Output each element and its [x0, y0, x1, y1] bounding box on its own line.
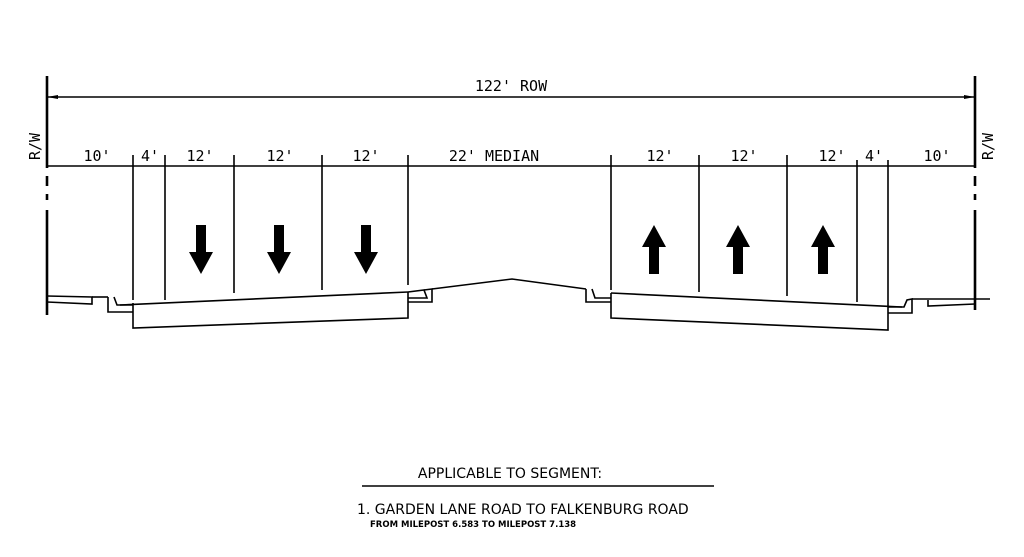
dim-left-bike-lane: 4'	[141, 147, 159, 165]
left-sidewalk-profile	[46, 295, 133, 313]
dim-median: 22' MEDIAN	[449, 147, 539, 165]
up-arrow-icon	[642, 225, 666, 274]
up-arrow-icon	[726, 225, 750, 274]
row-width-label: 122' ROW	[475, 77, 548, 95]
dim-left-lane-3: 12'	[352, 147, 379, 165]
down-arrow-icon	[354, 225, 378, 274]
down-arrow-icon	[267, 225, 291, 274]
milepost-range: FROM MILEPOST 6.583 TO MILEPOST 7.138	[370, 520, 576, 530]
dim-right-bike-lane: 4'	[865, 147, 883, 165]
dim-left-sidewalk: 10'	[83, 147, 110, 165]
right-pavement	[610, 292, 903, 331]
applicable-heading: APPLICABLE TO SEGMENT:	[418, 466, 602, 482]
dim-right-lane-3: 12'	[818, 147, 845, 165]
left-pavement	[119, 291, 409, 329]
down-arrow-icon	[189, 225, 213, 274]
dim-right-lane-1: 12'	[646, 147, 673, 165]
dim-left-lane-2: 12'	[266, 147, 293, 165]
dim-left-lane-1: 12'	[186, 147, 213, 165]
right-sidewalk-profile	[888, 298, 990, 314]
median-profile	[407, 278, 611, 303]
arrowhead	[964, 95, 975, 99]
segment-description: 1. GARDEN LANE ROAD TO FALKENBURG ROAD	[357, 502, 689, 518]
up-arrow-icon	[811, 225, 835, 274]
dimension-ticks	[132, 155, 889, 304]
dim-right-sidewalk: 10'	[923, 147, 950, 165]
arrowhead	[47, 95, 58, 99]
right-rw-label: R/W	[979, 132, 997, 160]
left-rw-label: R/W	[26, 132, 44, 160]
dim-right-lane-2: 12'	[730, 147, 757, 165]
